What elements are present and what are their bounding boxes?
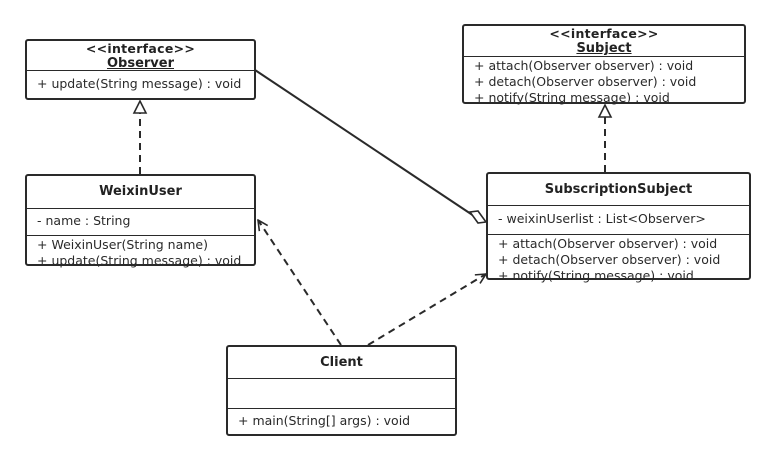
attributes-section: - name : String	[27, 209, 254, 236]
attributes-section	[228, 379, 455, 409]
class-name: SubscriptionSubject	[544, 182, 693, 197]
class-header: WeixinUser	[27, 176, 254, 209]
attribute-row: - name : String	[37, 213, 131, 228]
class-name: Client	[320, 355, 363, 370]
realization-arrowhead-subject	[597, 103, 613, 118]
stereotype-label: <<interface>>	[549, 26, 659, 41]
dependency-client-weixinuser	[258, 220, 342, 346]
class-name: Subject	[576, 41, 632, 56]
class-name: WeixinUser	[99, 184, 182, 199]
class-client[interactable]: Client + main(String[] args) : void	[226, 345, 457, 436]
class-subject[interactable]: <<interface>> Subject + attach(Observer …	[462, 24, 746, 106]
realization-arrowhead-observer	[132, 99, 148, 114]
class-subscriptionsubject[interactable]: SubscriptionSubject - weixinUserlist : L…	[486, 172, 751, 283]
methods-section: + attach(Observer observer) : void + det…	[464, 57, 744, 106]
method-row: + update(String message) : void	[37, 76, 242, 91]
methods-section: + main(String[] args) : void	[228, 409, 455, 429]
method-row: + notify(String message) : void	[474, 90, 670, 105]
class-name: Observer	[106, 56, 175, 71]
class-observer[interactable]: <<interface>> Observer + update(String m…	[25, 39, 256, 100]
method-row: + detach(Observer observer) : void	[474, 74, 697, 89]
method-row: + update(String message) : void	[37, 253, 242, 268]
methods-section: + attach(Observer observer) : void + det…	[488, 235, 749, 284]
aggregation-diamond	[468, 210, 488, 224]
class-header: <<interface>> Subject	[464, 26, 744, 57]
method-row: + main(String[] args) : void	[238, 413, 411, 428]
methods-section: + update(String message) : void	[27, 71, 254, 92]
method-row: + WeixinUser(String name)	[37, 237, 209, 252]
class-header: Client	[228, 347, 455, 379]
methods-section: + WeixinUser(String name) + update(Strin…	[27, 236, 254, 269]
attribute-row: - weixinUserlist : List<Observer>	[498, 211, 706, 226]
aggregation-line	[254, 69, 475, 217]
dependency-client-subscriptionsubject	[367, 274, 486, 346]
stereotype-label: <<interface>>	[85, 41, 196, 56]
method-row: + notify(String message) : void	[498, 268, 694, 283]
attributes-section: - weixinUserlist : List<Observer>	[488, 206, 749, 235]
method-row: + detach(Observer observer) : void	[498, 252, 721, 267]
method-row: + attach(Observer observer) : void	[474, 58, 694, 73]
class-weixinuser[interactable]: WeixinUser - name : String + WeixinUser(…	[25, 174, 256, 269]
class-header: SubscriptionSubject	[488, 174, 749, 206]
class-header: <<interface>> Observer	[27, 41, 254, 71]
method-row: + attach(Observer observer) : void	[498, 236, 718, 251]
